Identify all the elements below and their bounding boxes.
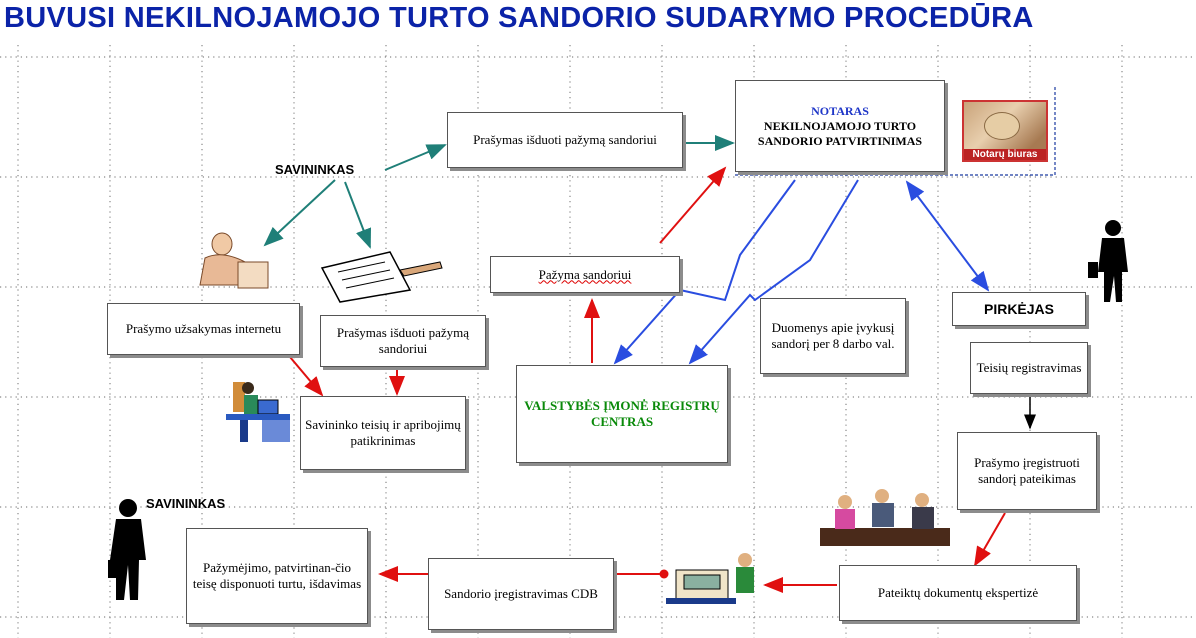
registration-request-text: Prašymo įregistruoti sandorį pateikimas (974, 455, 1080, 486)
owner-silhouette-icon (108, 499, 146, 600)
connector-dot (659, 569, 669, 579)
notary-image-frame (735, 85, 1056, 176)
request-certificate-left-box: Prašymas išduoti pažymą sandoriui (320, 315, 486, 367)
request-certificate-top-box: Prašymas išduoti pažymą sandoriui (447, 112, 683, 168)
page-title: BUVUSI NEKILNOJAMOJO TURTO SANDORIO SUDA… (4, 2, 1196, 42)
certificate-text: Pažyma sandoriui (538, 266, 632, 282)
notary-title: NOTARAS (811, 103, 869, 118)
arrow-request-to-expertise (974, 512, 1006, 567)
buyer-text: PIRKĖJAS (983, 301, 1055, 317)
buyer-silhouette-icon (1088, 220, 1128, 302)
transaction-data-box: Duomenys apie įvykusį sandorį per 8 darb… (760, 298, 906, 374)
arrow-certificate-to-notary (659, 166, 727, 244)
transaction-registration-box: Sandorio įregistravimas CDB (428, 558, 614, 630)
certificate-box: Pažyma sandoriui (490, 256, 680, 293)
buyer-box: PIRKĖJAS (952, 292, 1086, 326)
notary-box: NOTARAS NEKILNOJAMOJO TURTO SANDORIO PAT… (735, 80, 945, 172)
registry-center-text: VALSTYBĖS ĮMONĖ REGISTRŲ CENTRAS (524, 398, 720, 429)
transaction-registration-text: Sandorio įregistravimas CDB (444, 586, 598, 601)
rights-registration-text: Teisių registravimas (976, 360, 1082, 375)
meeting-group-icon (820, 489, 950, 546)
arrow-online-to-check (289, 356, 324, 397)
arrow-notary-buyer (905, 180, 990, 292)
arrow-notary-to-registry-2 (688, 179, 859, 365)
arrow-notary-to-registry-1 (613, 179, 796, 365)
arrow-owner-to-document (344, 181, 372, 249)
documents-expertise-text: Pateiktų dokumentų ekspertizė (877, 585, 1039, 600)
registration-request-box: Prašymo įregistruoti sandorį pateikimas (957, 432, 1097, 510)
arrow-owner-to-person (263, 179, 336, 247)
request-certificate-top-text: Prašymas išduoti pažymą sandoriui (473, 132, 657, 147)
order-online-box: Prašymo užsakymas internetu (107, 303, 300, 355)
registry-center-box: VALSTYBĖS ĮMONĖ REGISTRŲ CENTRAS (516, 365, 728, 463)
document-pen-icon (320, 251, 443, 303)
clerk-terminal-icon (666, 553, 754, 604)
notary-image-caption: Notarų biuras (964, 149, 1046, 160)
person-writing-icon (199, 232, 269, 289)
documents-expertise-box: Pateiktų dokumentų ekspertizė (839, 565, 1077, 621)
notary-office-image: Notarų biuras (962, 100, 1048, 162)
coin-shape (984, 112, 1020, 140)
certificate-issue-box: Pažymėjimo, patvirtinan-čio teisę dispon… (186, 528, 368, 624)
owner-label-top: SAVININKAS (275, 162, 355, 177)
arrow-owner-to-request (384, 144, 447, 171)
transaction-data-text: Duomenys apie įvykusį sandorį per 8 darb… (771, 320, 895, 351)
rights-registration-box: Teisių registravimas (970, 342, 1088, 394)
order-online-text: Prašymo užsakymas internetu (125, 321, 282, 336)
person-computer-icon (226, 382, 290, 442)
owner-rights-check-box: Savininko teisių ir apribojimų patikrini… (300, 396, 466, 470)
notary-body: NEKILNOJAMOJO TURTO SANDORIO PATVIRTINIM… (757, 118, 923, 148)
owner-rights-check-text: Savininko teisių ir apribojimų patikrini… (305, 417, 461, 448)
certificate-issue-text: Pažymėjimo, patvirtinan-čio teisę dispon… (192, 560, 362, 591)
owner-label-bottom: SAVININKAS (146, 496, 226, 511)
request-certificate-left-text: Prašymas išduoti pažymą sandoriui (336, 325, 470, 356)
